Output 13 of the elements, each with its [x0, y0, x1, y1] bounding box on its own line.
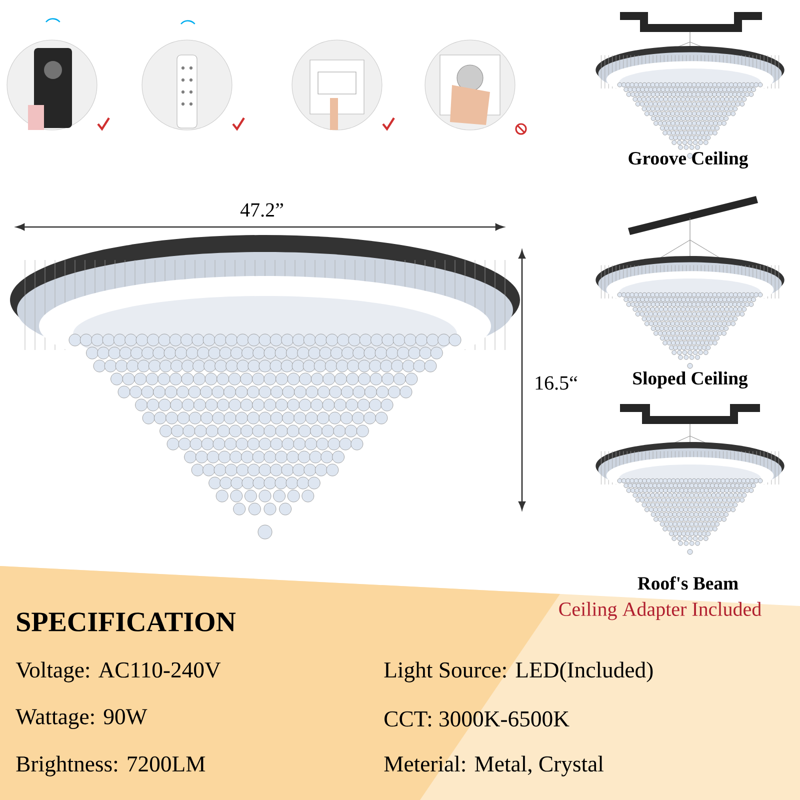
mount-label: Groove Ceiling — [628, 151, 748, 169]
note-text: Ceiling Adapter Included — [559, 602, 762, 620]
spec-text: CCT: 3000K-6500K — [384, 711, 570, 727]
spec-text: Light Source: LED(Included) — [384, 662, 653, 682]
spec-text: Brightness: 7200LM — [16, 756, 206, 776]
mount-label: Roof's Beam — [638, 576, 738, 590]
spec-text: Wattage: 90W — [16, 709, 148, 729]
dimension-label: 16.5“ — [536, 376, 578, 390]
dimension-label: 47.2” — [240, 203, 283, 217]
spec-text: Meterial: Metal, Crystal — [384, 756, 604, 776]
spec-text: Voltage: AC110-240V — [16, 662, 221, 682]
mount-label: Sloped Ceiling — [633, 371, 748, 389]
spec-heading: SPECIFICATION — [17, 612, 236, 632]
